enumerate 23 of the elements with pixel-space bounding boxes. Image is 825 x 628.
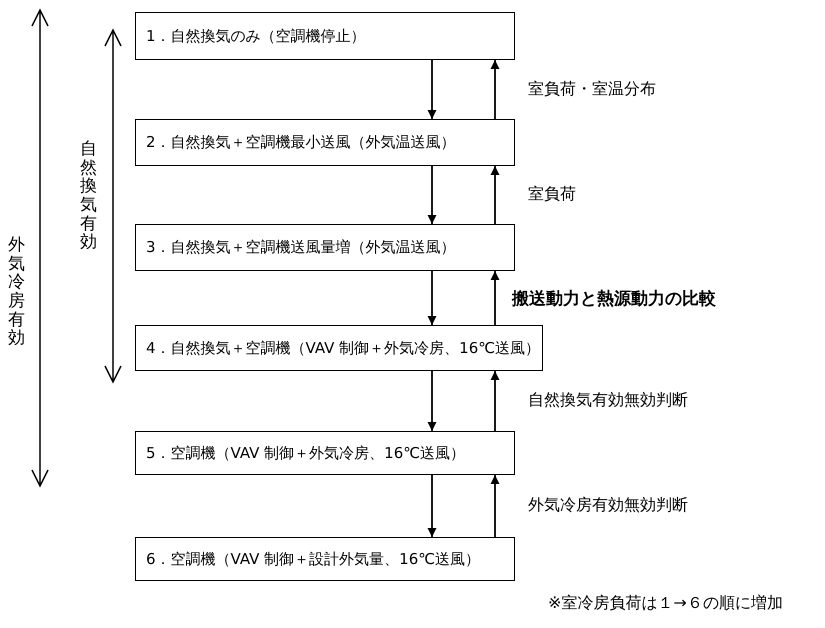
process-box: 5．空調機（VAV 制御＋外気冷房、16℃送風） (135, 431, 515, 475)
process-box: 4．自然換気＋空調機（VAV 制御＋外気冷房、16℃送風） (135, 325, 543, 371)
arrow (490, 475, 500, 537)
edge-label: 自然換気有効無効判断 (528, 390, 688, 411)
range-label: 外気冷房有効 (8, 236, 25, 348)
arrow (490, 271, 500, 325)
edge-label: 搬送動力と熱源動力の比較 (512, 287, 716, 310)
process-box: 2．自然換気＋空調機最小送風（外気温送風） (135, 119, 515, 166)
arrow (428, 271, 436, 325)
arrow (428, 475, 436, 537)
arrow (428, 166, 436, 224)
edge-label: 外気冷房有効無効判断 (528, 495, 688, 516)
process-box: 6．空調機（VAV 制御＋設計外気量、16℃送風） (135, 537, 515, 581)
edge-label: 室負荷・室温分布 (528, 78, 656, 100)
process-box: 3．自然換気＋空調機送風量増（外気温送風） (135, 224, 515, 271)
arrow (428, 371, 436, 431)
arrow (490, 60, 500, 119)
arrow (490, 371, 500, 431)
note: ※室冷房負荷は１→６の順に増加 (548, 593, 783, 614)
range-label: 自然換気有効 (80, 140, 97, 252)
arrow (490, 166, 500, 224)
process-box: 1．自然換気のみ（空調機停止） (135, 12, 515, 60)
arrow (428, 60, 436, 119)
